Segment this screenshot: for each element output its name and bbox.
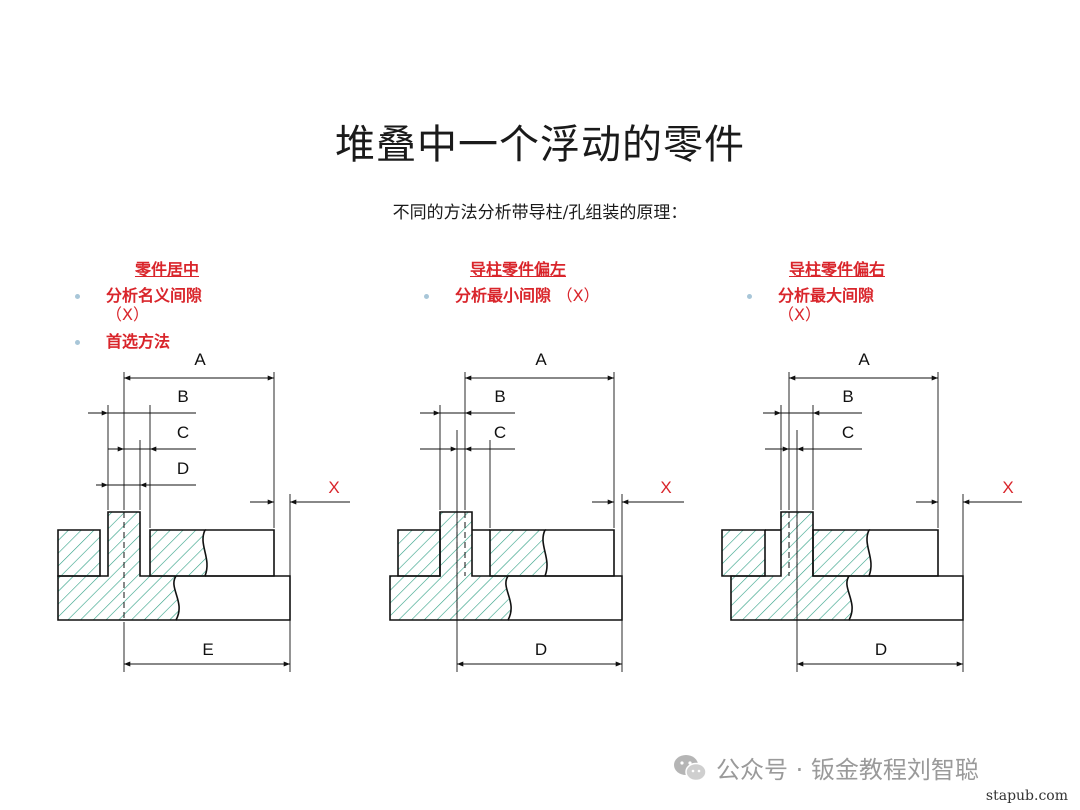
- drawing-case-3: A B C X D: [721, 350, 1022, 672]
- bullet-dot-icon: [424, 294, 429, 299]
- dim-B-label: B: [494, 387, 505, 406]
- floating-part: [721, 529, 939, 577]
- dim-D-label: D: [875, 640, 887, 659]
- drawing-case-1: A B C D X E: [57, 350, 350, 672]
- case-1-bullet-2-text: 首选方法: [106, 332, 171, 351]
- floating-part: [57, 529, 275, 577]
- page-title: 堆叠中一个浮动的零件: [335, 122, 745, 168]
- clearance-X-label: X: [660, 478, 671, 497]
- site-mark: stapub.com: [985, 788, 1068, 804]
- dim-D-label: D: [535, 640, 547, 659]
- dim-C-label: C: [842, 423, 854, 442]
- dim-A-label: A: [858, 350, 870, 369]
- bullet-dot-icon: [75, 340, 80, 345]
- case-1-heading: 零件居中: [134, 260, 199, 279]
- case-3-bullet-1-suffix: （X）: [778, 305, 821, 324]
- case-1-bullet-1-suffix: （X）: [106, 305, 149, 324]
- dim-E-label: E: [202, 640, 213, 659]
- case-2-heading: 导柱零件偏左: [469, 260, 566, 279]
- case-3-bullet-1: 分析最大间隙 （X）: [747, 286, 874, 324]
- clearance-X-label: X: [1002, 478, 1013, 497]
- case-2-bullet-1-text: 分析最小间隙: [455, 286, 552, 305]
- bullet-dot-icon: [747, 294, 752, 299]
- dim-A-label: A: [535, 350, 547, 369]
- bullet-dot-icon: [75, 294, 80, 299]
- drawing-case-2: A B C X D: [389, 350, 684, 672]
- case-1-bullet-2: 首选方法: [75, 332, 170, 351]
- case-3-bullet-1-text: 分析最大间隙: [778, 286, 875, 305]
- dim-B-label: B: [177, 387, 188, 406]
- dim-B-label: B: [842, 387, 853, 406]
- watermark: 公众号 · 钣金教程刘智聪: [672, 750, 979, 785]
- case-1-bullet-1-text: 分析名义间隙: [106, 286, 203, 305]
- wechat-icon: [674, 754, 707, 781]
- page-subtitle: 不同的方法分析带导柱/孔组装的原理：: [392, 203, 688, 223]
- case-2-bullet-1-suffix: （X）: [556, 286, 600, 305]
- dim-C-label: C: [494, 423, 506, 442]
- watermark-text: 公众号 · 钣金教程刘智聪: [716, 756, 979, 784]
- case-3-heading: 导柱零件偏右: [788, 260, 885, 279]
- dim-C-label: C: [177, 423, 189, 442]
- floating-part: [397, 529, 615, 577]
- dim-D-label: D: [177, 459, 189, 478]
- clearance-X-label: X: [328, 478, 339, 497]
- dim-A-label: A: [194, 350, 206, 369]
- case-2-bullet-1: 分析最小间隙 （X）: [424, 286, 600, 305]
- case-1-bullet-1: 分析名义间隙 （X）: [75, 286, 202, 324]
